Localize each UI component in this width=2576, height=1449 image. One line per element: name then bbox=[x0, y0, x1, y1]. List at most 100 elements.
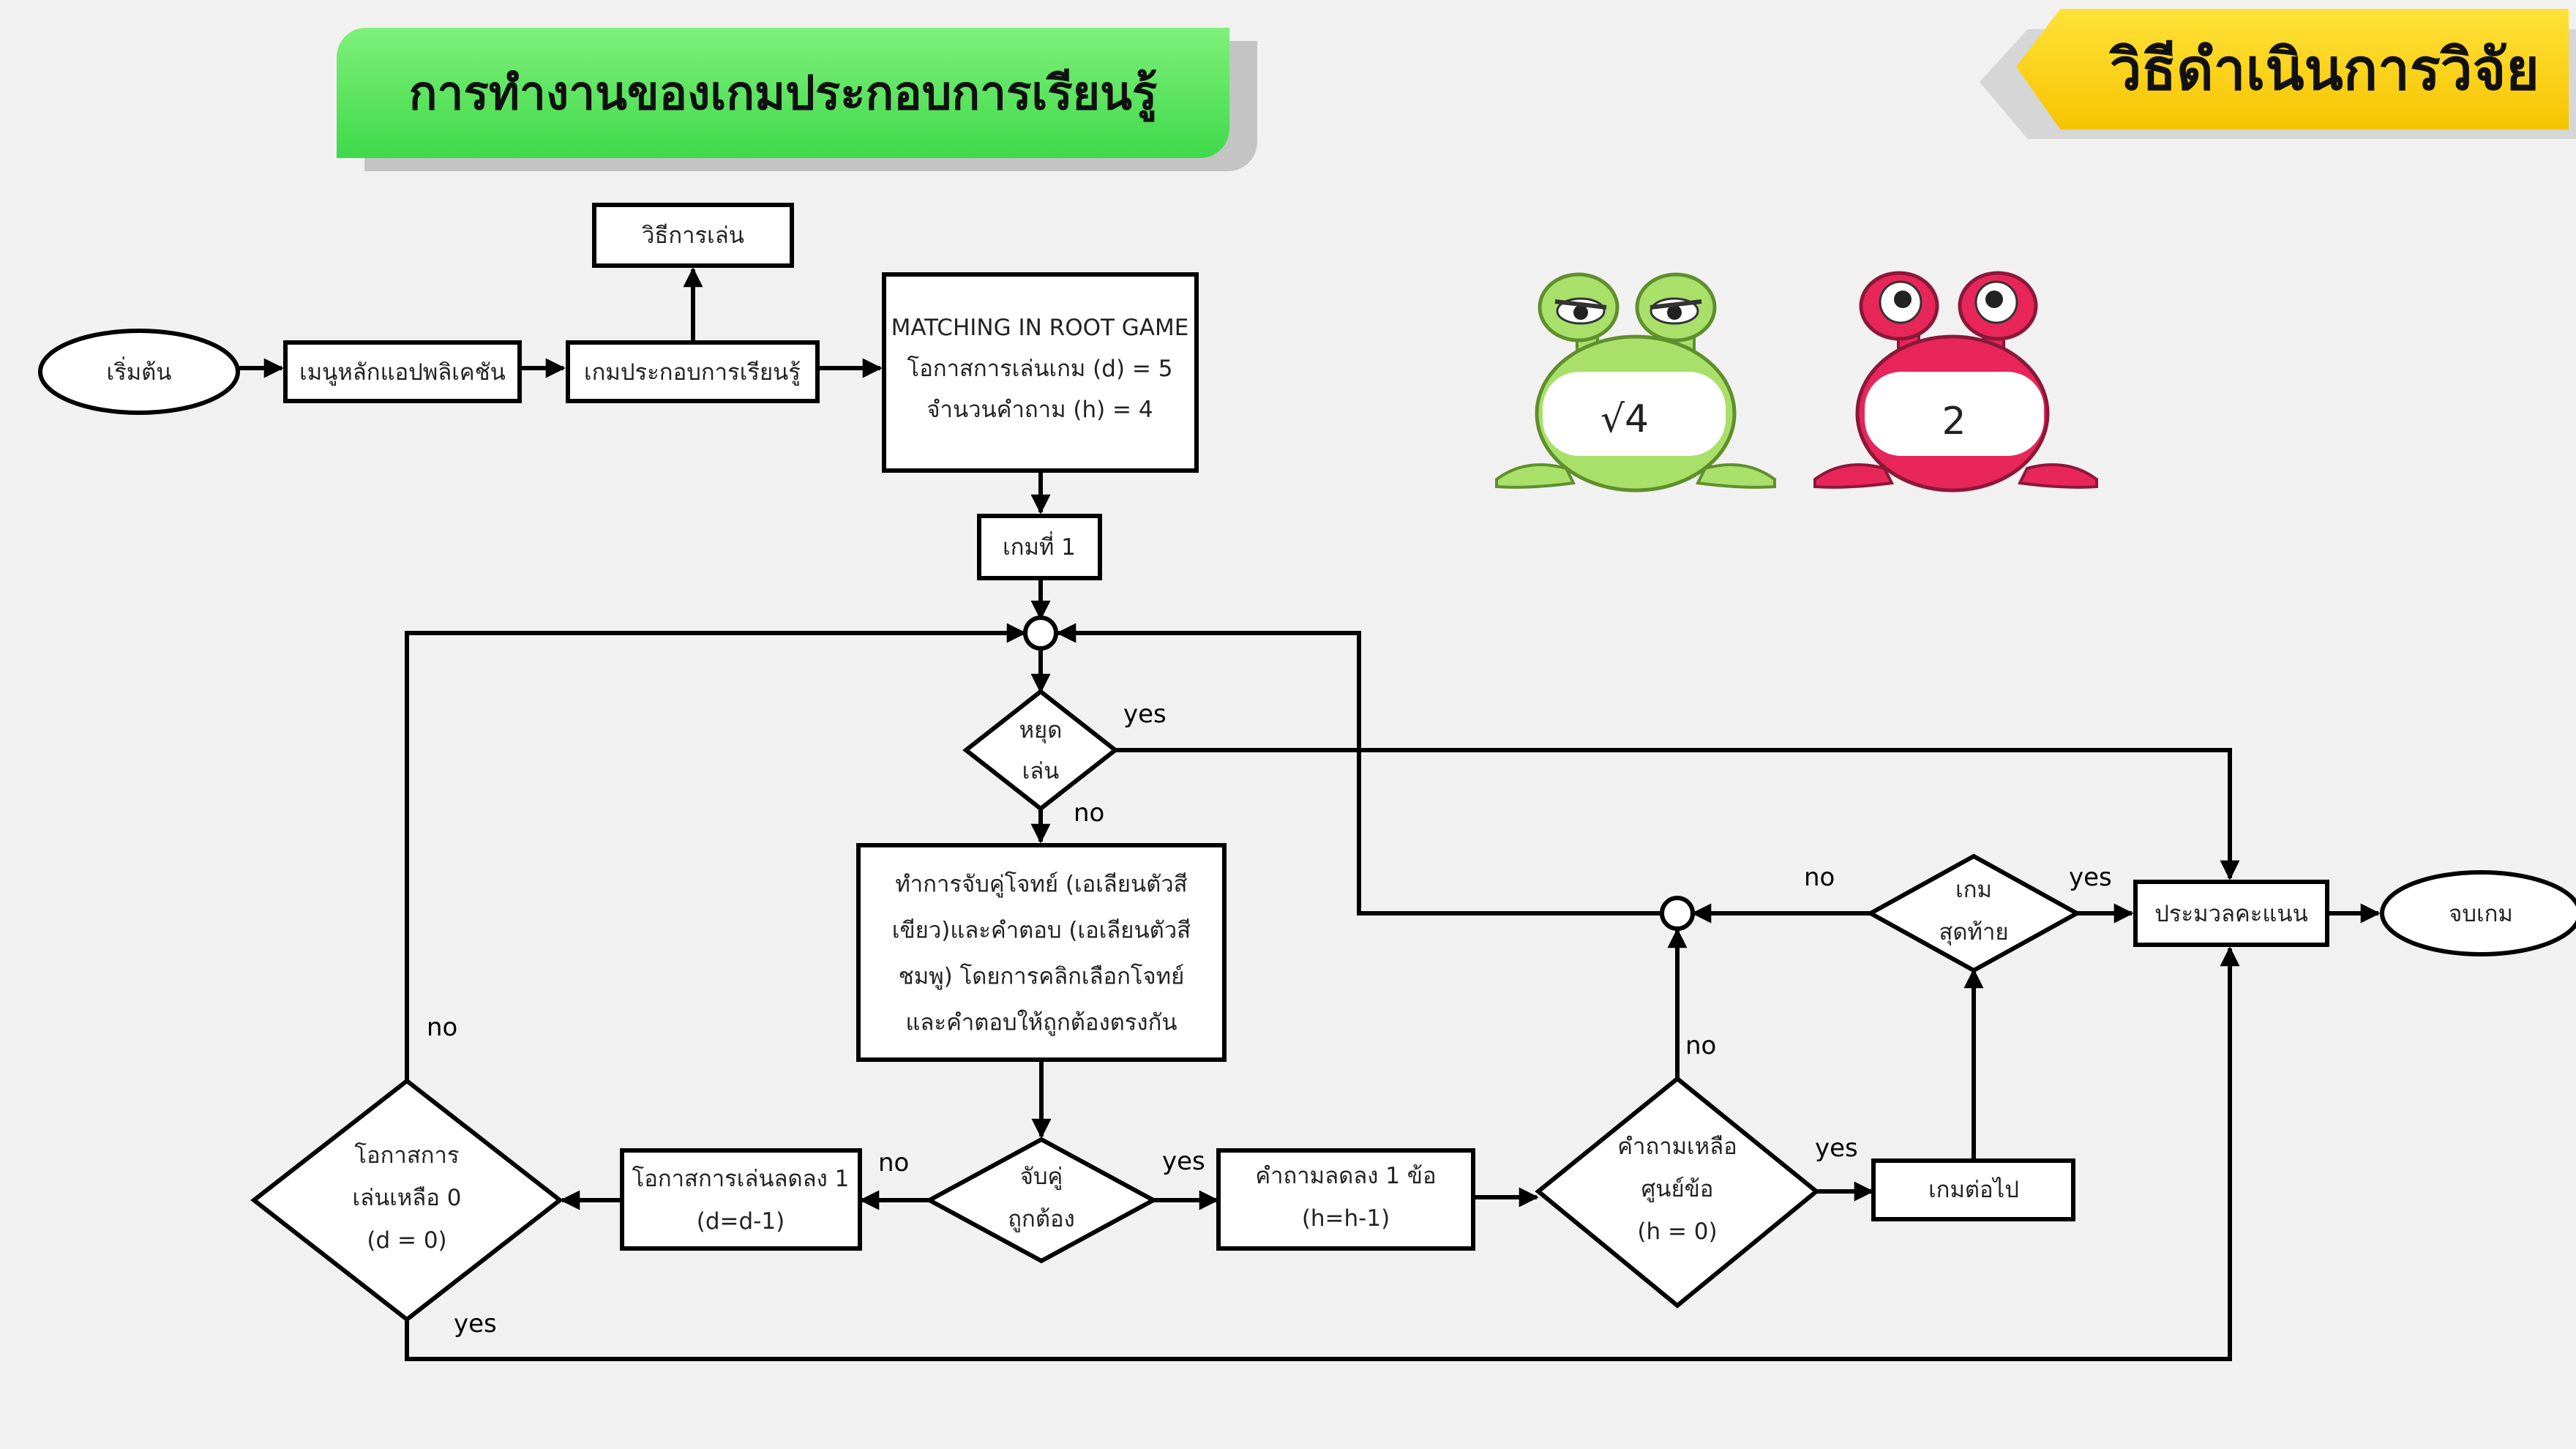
edge-label-questions-no: no bbox=[1685, 1031, 1716, 1060]
node-label-line: เขียว)และคำตอบ (เอเลียนตัวสี bbox=[892, 918, 1191, 944]
node-label-line: คำถามลดลง 1 ข้อ bbox=[1255, 1163, 1436, 1189]
node-chances-zero-shape bbox=[250, 1078, 564, 1322]
node-label-line: โอกาสการเล่นลดลง 1 bbox=[632, 1166, 850, 1192]
green-alien: √4 bbox=[1495, 272, 1776, 493]
green-alien-sign-label: √4 bbox=[1600, 397, 1649, 441]
node-label-line: โอกาสการ bbox=[354, 1142, 459, 1169]
pink-alien-right-foot bbox=[2017, 463, 2098, 489]
node-questions-decrease-shape bbox=[1216, 1148, 1475, 1251]
node-label-line: เล่น bbox=[1022, 758, 1060, 785]
node-label-line: เล่นเหลือ 0 bbox=[352, 1185, 461, 1211]
edge-label-questions-yes: yes bbox=[1815, 1134, 1858, 1163]
node-label-line: และคำตอบให้ถูกต้องตรงกัน bbox=[905, 1010, 1177, 1036]
node-score-label: ประมวลคะแนน bbox=[2154, 901, 2308, 927]
node-label-line: (h=h-1) bbox=[1302, 1205, 1390, 1232]
node-end-game-shape bbox=[2380, 870, 2576, 956]
green-alien-right-pupil bbox=[1667, 305, 1682, 320]
pink-alien-sign bbox=[1865, 372, 2044, 456]
pink-alien: 2 bbox=[1813, 271, 2098, 493]
node-label-line: ประมวลคะแนน bbox=[2154, 901, 2308, 927]
node-chances-zero-label: โอกาสการเล่นเหลือ 0 (d = 0) bbox=[352, 1142, 461, 1254]
node-label-line: เริ่มต้น bbox=[106, 356, 171, 386]
diagram-title-banner: การทำงานของเกมประกอบการเรียนรู้ bbox=[337, 28, 1229, 158]
node-label-line: (d=d-1) bbox=[697, 1208, 785, 1235]
node-match-task-shape bbox=[856, 843, 1227, 1062]
node-stop-play-shape bbox=[962, 689, 1119, 812]
node-label-line: (h = 0) bbox=[1637, 1218, 1717, 1245]
edge-label-match-no: no bbox=[878, 1148, 909, 1177]
node-start-shape bbox=[38, 329, 240, 415]
node-label-line: (d = 0) bbox=[367, 1227, 446, 1254]
edge-label-chances-yes: yes bbox=[454, 1309, 497, 1338]
node-main-menu-label: เมนูหลักแอปพลิเคชัน bbox=[299, 359, 506, 386]
edge-labels: yes no no yes no yes no yes no yes bbox=[427, 700, 2112, 1338]
node-questions-zero-label: คำถามเหลือศูนย์ข้อ (h = 0) bbox=[1617, 1134, 1737, 1245]
node-next-game-label: เกมต่อไป bbox=[1928, 1177, 2019, 1203]
node-label-line: ถูกต้อง bbox=[1008, 1206, 1074, 1232]
node-label-line: จบเกม bbox=[2449, 901, 2513, 927]
pink-alien-left-pupil bbox=[1894, 291, 1912, 308]
node-match-task-label: ทำการจับคู่โจทย์ (เอเลียนตัวสีเขียว)และค… bbox=[892, 872, 1191, 1036]
section-title: วิธีดำเนินการวิจัย bbox=[2109, 37, 2539, 103]
node-last-game-label: เกมสุดท้าย bbox=[1939, 877, 2008, 946]
node-label-line: เมนูหลักแอปพลิเคชัน bbox=[299, 359, 506, 386]
edge-label-stop-no: no bbox=[1074, 798, 1104, 828]
edge-chances-no-loop bbox=[405, 623, 1027, 1081]
edge-label-chances-no: no bbox=[427, 1013, 457, 1042]
flowchart-nodes: เริ่มต้น เมนูหลักแอปพลิเคชัน เกมประกอบกา… bbox=[38, 203, 2576, 1322]
green-alien-right-foot bbox=[1695, 463, 1776, 489]
node-chances-decrease-shape bbox=[620, 1148, 862, 1251]
node-chances-decrease-label: โอกาสการเล่นลดลง 1 (d=d-1) bbox=[632, 1166, 850, 1235]
node-next-game-shape bbox=[1871, 1158, 2075, 1221]
node-label-line: สุดท้าย bbox=[1939, 919, 2008, 946]
node-label-line: ทำการจับคู่โจทย์ (เอเลียนตัวสี bbox=[895, 872, 1187, 898]
node-score-shape bbox=[2133, 880, 2329, 947]
green-alien-sign bbox=[1543, 372, 1726, 456]
node-label-line: เกม bbox=[1955, 877, 1992, 903]
node-matching-game-label: MATCHING IN ROOT GAME โอกาสการเล่นเกม (d)… bbox=[891, 315, 1189, 423]
node-label-line: ชมพู) โดยการคลิกเลือกโจทย์ bbox=[899, 964, 1185, 990]
edge-chances-yes-to-score bbox=[405, 946, 2240, 1361]
node-label-line: คำถามเหลือ bbox=[1617, 1134, 1737, 1160]
node-label-line: เกมต่อไป bbox=[1928, 1177, 2019, 1203]
edge-junction2-loop bbox=[1056, 623, 1662, 916]
node-label-line: โอกาสการเล่นเกม (d) = 5 bbox=[907, 356, 1173, 382]
node-last-game-shape bbox=[1865, 853, 2082, 973]
node-learning-game-shape bbox=[566, 340, 820, 403]
pink-alien-sign-label: 2 bbox=[1942, 400, 1966, 443]
node-learning-game-label: เกมประกอบการเรียนรู้ bbox=[584, 359, 801, 386]
node-questions-decrease-label: คำถามลดลง 1 ข้อ (h=h-1) bbox=[1255, 1163, 1436, 1232]
section-title-banner: วิธีดำเนินการวิจัย bbox=[2016, 9, 2569, 130]
node-label-line: หยุด bbox=[1019, 717, 1063, 744]
junction-top bbox=[1023, 615, 1058, 651]
node-matching-game-shape bbox=[882, 272, 1199, 473]
node-start-label: เริ่มต้น bbox=[106, 356, 171, 386]
node-match-correct-shape bbox=[924, 1137, 1158, 1264]
green-alien-left-foot bbox=[1495, 463, 1576, 489]
diagram-title: การทำงานของเกมประกอบการเรียนรู้ bbox=[408, 67, 1158, 121]
edge-label-stop-yes: yes bbox=[1123, 700, 1167, 729]
node-main-menu-shape bbox=[283, 340, 522, 403]
node-label-line: MATCHING IN ROOT GAME bbox=[891, 315, 1189, 341]
green-alien-left-brow bbox=[1554, 299, 1607, 310]
node-game-1-label: เกมที่ 1 bbox=[1003, 531, 1076, 561]
node-label-line: จับคู่ bbox=[1020, 1164, 1063, 1190]
edge-label-last-yes: yes bbox=[2069, 863, 2112, 892]
pink-alien-right-pupil bbox=[1985, 291, 2003, 308]
node-match-correct-label: จับคู่ถูกต้อง bbox=[1008, 1164, 1074, 1232]
node-label-line: วิธีการเล่น bbox=[641, 222, 744, 249]
node-label-line: จำนวนคำถาม (h) = 4 bbox=[926, 397, 1153, 423]
node-label-line: เกมประกอบการเรียนรู้ bbox=[584, 359, 801, 386]
junction-middle bbox=[1660, 896, 1695, 931]
node-how-to-play-shape bbox=[592, 203, 794, 268]
node-game-1-shape bbox=[977, 514, 1102, 580]
edge-label-match-yes: yes bbox=[1162, 1147, 1205, 1176]
flowchart-edges bbox=[238, 267, 2381, 1361]
node-how-to-play-label: วิธีการเล่น bbox=[641, 222, 744, 249]
green-alien-left-pupil bbox=[1573, 305, 1588, 320]
green-alien-right-brow bbox=[1650, 299, 1702, 310]
node-label-line: ศูนย์ข้อ bbox=[1641, 1176, 1714, 1202]
pink-alien-left-foot bbox=[1813, 463, 1895, 489]
